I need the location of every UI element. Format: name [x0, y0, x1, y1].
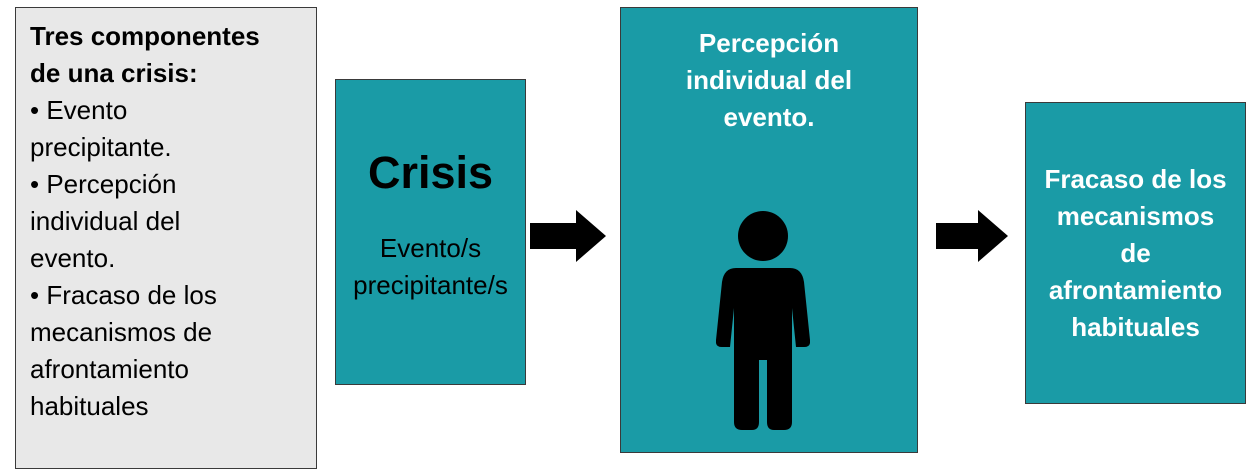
- failure-line-4: afrontamiento: [1048, 274, 1223, 305]
- crisis-heading: Crisis: [367, 147, 494, 198]
- failure-line-2: mecanismos: [1056, 200, 1215, 231]
- failure-line-5: habituales: [1071, 311, 1200, 342]
- perception-text: Percepción individual del evento.: [621, 25, 917, 136]
- crisis-subtitle-line-2: precipitante/s: [353, 270, 508, 300]
- crisis-subtitle-line-1: Evento/s: [379, 233, 482, 263]
- arrow-right-icon: [530, 210, 606, 262]
- perception-line-3: evento.: [723, 102, 815, 132]
- summary-panel: Tres componentes de una crisis: Evento p…: [15, 7, 317, 469]
- perception-line-2: individual del: [685, 65, 853, 95]
- failure-box: Fracaso de los mecanismos de afrontamien…: [1025, 102, 1246, 404]
- failure-line-1: Fracaso de los: [1044, 163, 1227, 194]
- failure-text: Fracaso de los mecanismos de afrontamien…: [1044, 161, 1226, 346]
- summary-list-item: Fracaso de los mecanismos de afrontamien…: [30, 277, 270, 425]
- person-icon: [716, 211, 810, 430]
- failure-line-3: de: [1120, 237, 1151, 268]
- summary-title-line-2: de una crisis:: [30, 58, 198, 88]
- perception-line-1: Percepción: [698, 28, 840, 58]
- arrow-right-icon: [936, 210, 1008, 262]
- summary-list-item: Percepción individual del evento.: [30, 166, 230, 277]
- summary-list-item: Evento precipitante.: [30, 92, 205, 166]
- summary-title: Tres componentes de una crisis:: [30, 18, 302, 92]
- crisis-box: Crisis Evento/s precipitante/s: [335, 79, 526, 385]
- summary-title-line-1: Tres componentes: [30, 21, 260, 51]
- crisis-subtitle: Evento/s precipitante/s: [336, 230, 525, 304]
- summary-list: Evento precipitante. Percepción individu…: [30, 92, 302, 425]
